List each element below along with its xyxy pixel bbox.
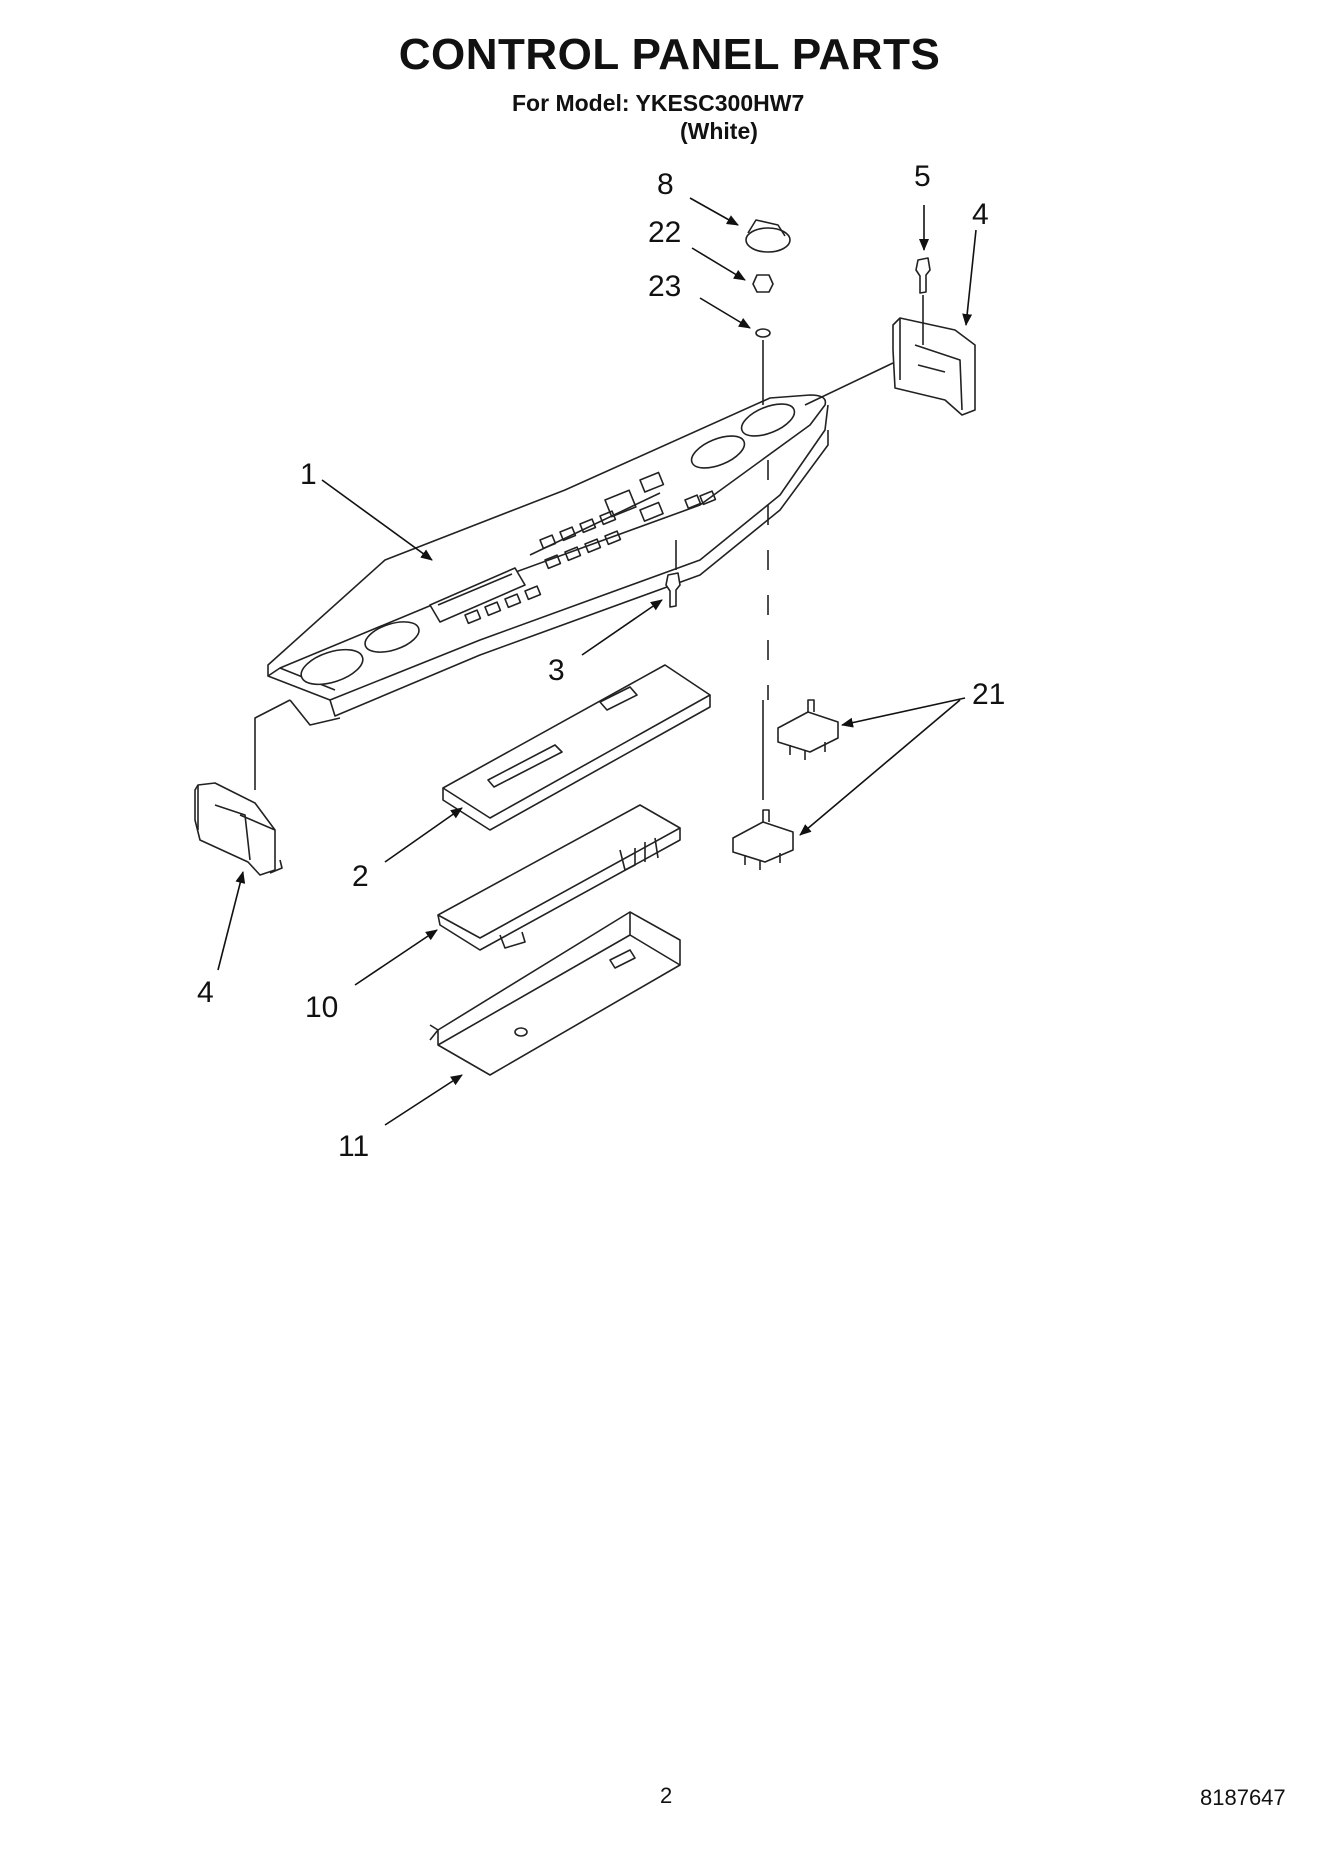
leader-11 [385, 1075, 463, 1125]
washer-part-23 [756, 329, 770, 337]
document-number: 8187647 [1200, 1785, 1286, 1810]
model-line: For Model: YKESC300HW7 [512, 90, 805, 116]
leader-4-right [962, 230, 976, 326]
leader-21-a [841, 698, 965, 728]
switch-part-21-lower [733, 822, 793, 862]
leader-8 [690, 198, 739, 225]
knob-part-8 [746, 228, 790, 252]
leader-4-left [218, 871, 246, 970]
nut-part-22 [753, 275, 773, 292]
leader-2 [385, 808, 463, 862]
callout-11: 11 [338, 1130, 370, 1163]
leader-3 [582, 600, 663, 655]
switch-part-21-upper [778, 712, 838, 752]
callout-4-right: 4 [972, 198, 989, 231]
callout-5: 5 [914, 160, 931, 193]
leader-23 [700, 298, 751, 328]
callout-1: 1 [300, 458, 317, 491]
leader-21-b [799, 700, 960, 836]
callout-21: 21 [972, 678, 1006, 711]
leader-22 [692, 248, 746, 280]
callout-23: 23 [648, 270, 682, 303]
leader-1 [322, 480, 433, 560]
callout-3: 3 [548, 654, 565, 687]
control-panel-part [268, 395, 828, 725]
control-board-part-10 [438, 805, 680, 938]
end-cap-left-part [195, 783, 275, 875]
callout-2: 2 [352, 860, 369, 893]
callout-8: 8 [657, 168, 674, 201]
page-title: CONTROL PANEL PARTS [398, 30, 941, 79]
callout-10: 10 [305, 991, 339, 1024]
screw-part-5 [916, 258, 930, 293]
bracket-part-11 [438, 912, 680, 1075]
color-line: (White) [680, 118, 758, 144]
leader-10 [355, 930, 438, 985]
end-cap-right-part [893, 318, 975, 415]
page-number: 2 [660, 1783, 673, 1808]
callout-22: 22 [648, 216, 682, 249]
callout-4-left: 4 [197, 976, 214, 1009]
screw-part-3 [666, 573, 680, 607]
overlay-part-2 [443, 665, 710, 818]
